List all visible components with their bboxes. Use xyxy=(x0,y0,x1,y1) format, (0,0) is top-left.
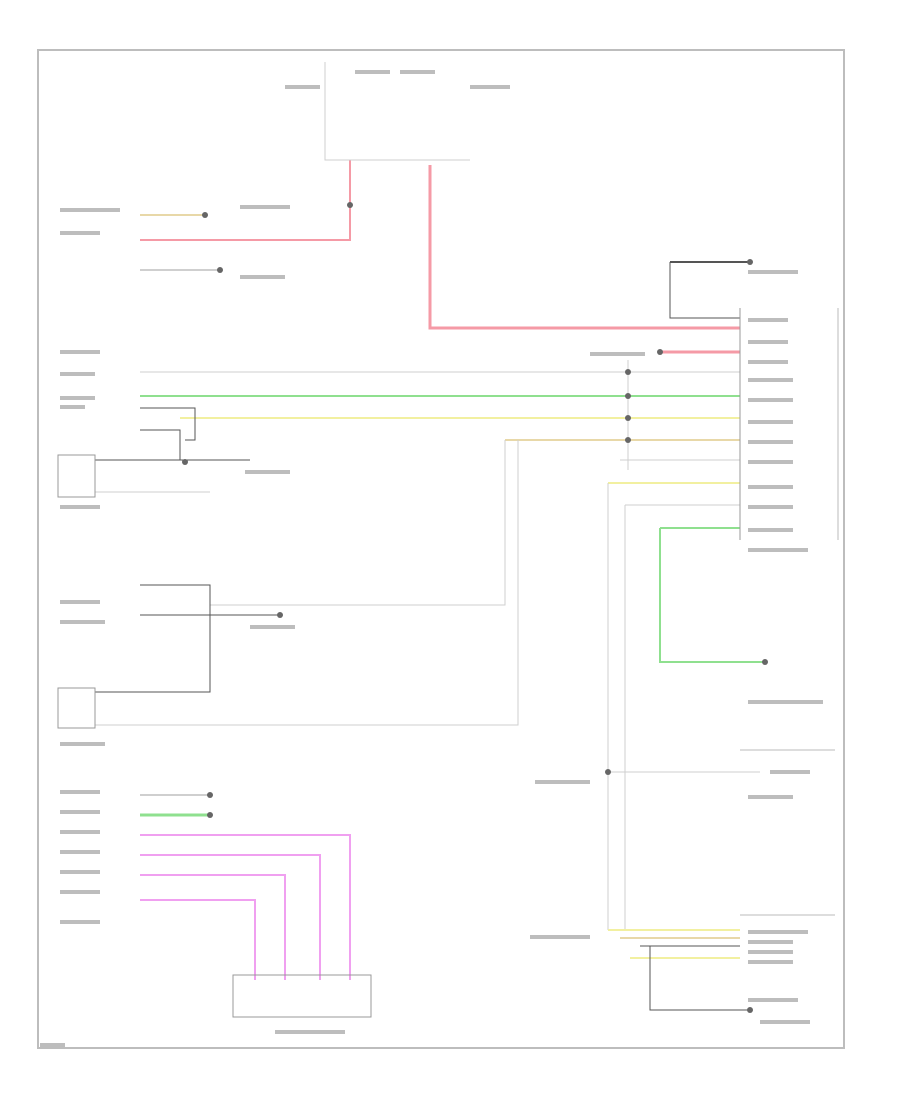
wire xyxy=(649,946,750,1011)
label-block xyxy=(590,352,645,356)
splice-point xyxy=(182,459,188,465)
wire xyxy=(428,165,740,330)
splice-point xyxy=(277,612,283,618)
label-block xyxy=(60,810,100,814)
label-block xyxy=(245,470,290,474)
label-block xyxy=(530,935,590,939)
label-block xyxy=(748,440,793,444)
label-block xyxy=(748,270,798,274)
label-block xyxy=(535,780,590,784)
wire xyxy=(324,62,470,161)
label-block xyxy=(275,1030,345,1034)
wire xyxy=(140,160,351,241)
splice-point xyxy=(625,369,631,375)
splice-point xyxy=(207,792,213,798)
splice-point xyxy=(657,349,663,355)
left-fog-lamp xyxy=(57,454,96,498)
label-block xyxy=(355,70,390,74)
label-block xyxy=(748,930,808,934)
label-block xyxy=(748,940,793,944)
splice-point xyxy=(207,812,213,818)
wire xyxy=(95,440,519,726)
label-block xyxy=(240,275,285,279)
splice-point xyxy=(625,415,631,421)
label-block xyxy=(770,770,810,774)
label-block xyxy=(60,405,85,409)
label-block xyxy=(748,700,823,704)
label-block xyxy=(748,998,798,1002)
label-block xyxy=(60,890,100,894)
label-block xyxy=(250,625,295,629)
label-block xyxy=(748,960,793,964)
wire xyxy=(140,854,321,980)
label-block xyxy=(748,398,793,402)
label-block xyxy=(748,318,788,322)
label-block xyxy=(60,372,95,376)
wire xyxy=(659,528,765,663)
label-block xyxy=(748,950,793,954)
label-block xyxy=(60,790,100,794)
label-block xyxy=(240,205,290,209)
label-block xyxy=(60,742,105,746)
wire xyxy=(140,834,351,980)
label-block xyxy=(60,231,100,235)
label-block xyxy=(60,505,100,509)
label-block xyxy=(60,620,105,624)
splice-point xyxy=(202,212,208,218)
label-block xyxy=(60,870,100,874)
splice-point xyxy=(747,1007,753,1013)
label-block xyxy=(760,1020,810,1024)
label-block xyxy=(748,360,788,364)
wire xyxy=(140,429,181,460)
diagram-frame xyxy=(37,49,845,1049)
label-block xyxy=(285,85,320,89)
splice-point xyxy=(625,437,631,443)
label-block xyxy=(748,420,793,424)
label-block xyxy=(60,600,100,604)
label-block xyxy=(60,350,100,354)
label-block xyxy=(40,1043,65,1047)
label-block xyxy=(748,528,793,532)
wire xyxy=(210,440,506,606)
label-block xyxy=(748,505,793,509)
label-block xyxy=(60,920,100,924)
label-block xyxy=(748,460,793,464)
label-block xyxy=(748,485,793,489)
wire xyxy=(669,262,740,319)
label-block xyxy=(470,85,510,89)
wire xyxy=(140,899,256,980)
label-block xyxy=(748,548,808,552)
label-block xyxy=(748,378,793,382)
label-block xyxy=(60,208,120,212)
splice-point xyxy=(762,659,768,665)
label-block xyxy=(60,830,100,834)
wire xyxy=(140,407,196,441)
label-block xyxy=(60,396,95,400)
splice-point xyxy=(625,393,631,399)
splice-point xyxy=(605,769,611,775)
sensor-connector xyxy=(232,974,372,1018)
wire xyxy=(140,874,286,980)
label-block xyxy=(60,850,100,854)
splice-point xyxy=(747,259,753,265)
label-block xyxy=(748,795,793,799)
right-fog-lamp xyxy=(57,687,96,729)
label-block xyxy=(400,70,435,74)
splice-point xyxy=(347,202,353,208)
wire xyxy=(95,584,211,693)
splice-point xyxy=(217,267,223,273)
label-block xyxy=(748,340,788,344)
